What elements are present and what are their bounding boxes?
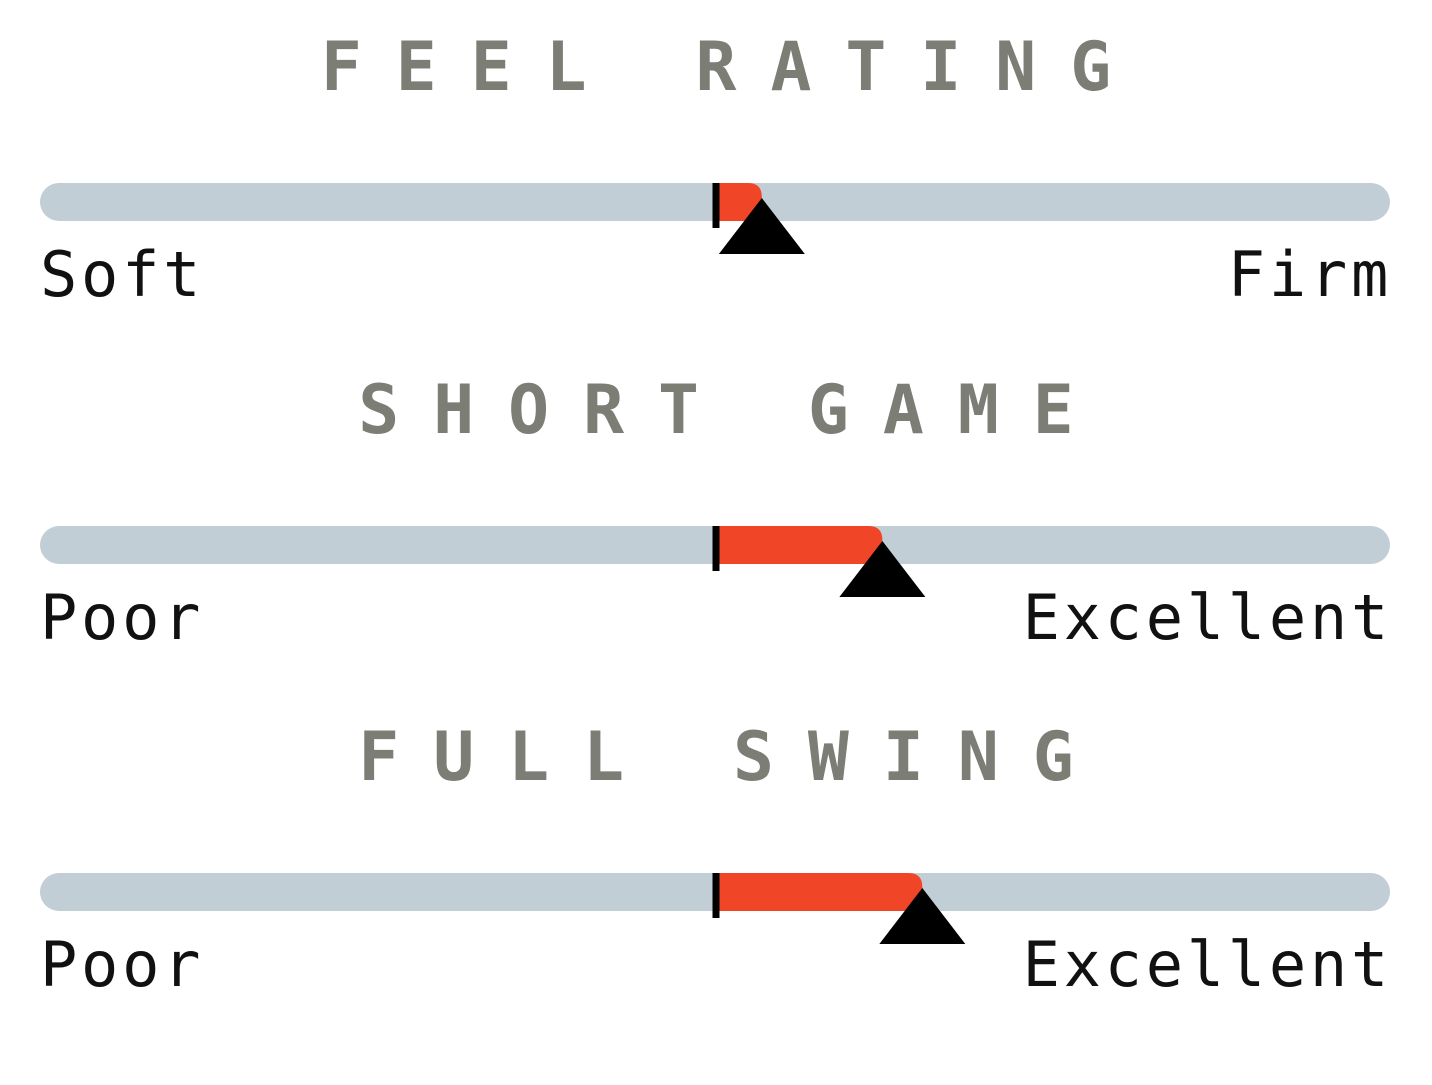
rating-gauge xyxy=(40,183,1390,254)
rating-low-label: Poor xyxy=(40,928,205,1001)
rating-title: FEEL RATING xyxy=(320,28,1146,107)
gauge-marker-triangle xyxy=(839,541,926,597)
rating-gauge xyxy=(40,526,1390,597)
gauge-marker-triangle xyxy=(879,888,966,944)
rating-high-label: Firm xyxy=(1227,238,1392,311)
gauge-fill xyxy=(716,526,883,564)
rating-title: SHORT GAME xyxy=(358,371,1108,450)
rating-full-swing: FULL SWING Poor Excellent xyxy=(0,718,1432,1038)
rating-low-label: Soft xyxy=(40,238,205,311)
rating-short-game: SHORT GAME Poor Excellent xyxy=(0,371,1432,691)
rating-gauge xyxy=(40,873,1390,944)
gauge-marker-triangle xyxy=(718,198,805,254)
rating-low-label: Poor xyxy=(40,581,205,654)
rating-high-label: Excellent xyxy=(1022,928,1392,1001)
gauge-fill xyxy=(716,873,923,911)
rating-feel: FEEL RATING Soft Firm xyxy=(0,28,1432,348)
rating-high-label: Excellent xyxy=(1022,581,1392,654)
gauge-fill xyxy=(716,183,762,221)
rating-title: FULL SWING xyxy=(358,718,1108,797)
